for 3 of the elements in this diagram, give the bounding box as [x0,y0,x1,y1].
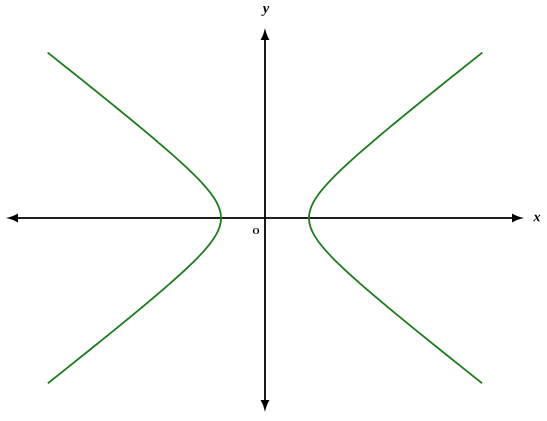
axis-label: y [261,6,270,16]
axis-label: x [533,214,540,222]
axis-label: O [252,228,260,234]
